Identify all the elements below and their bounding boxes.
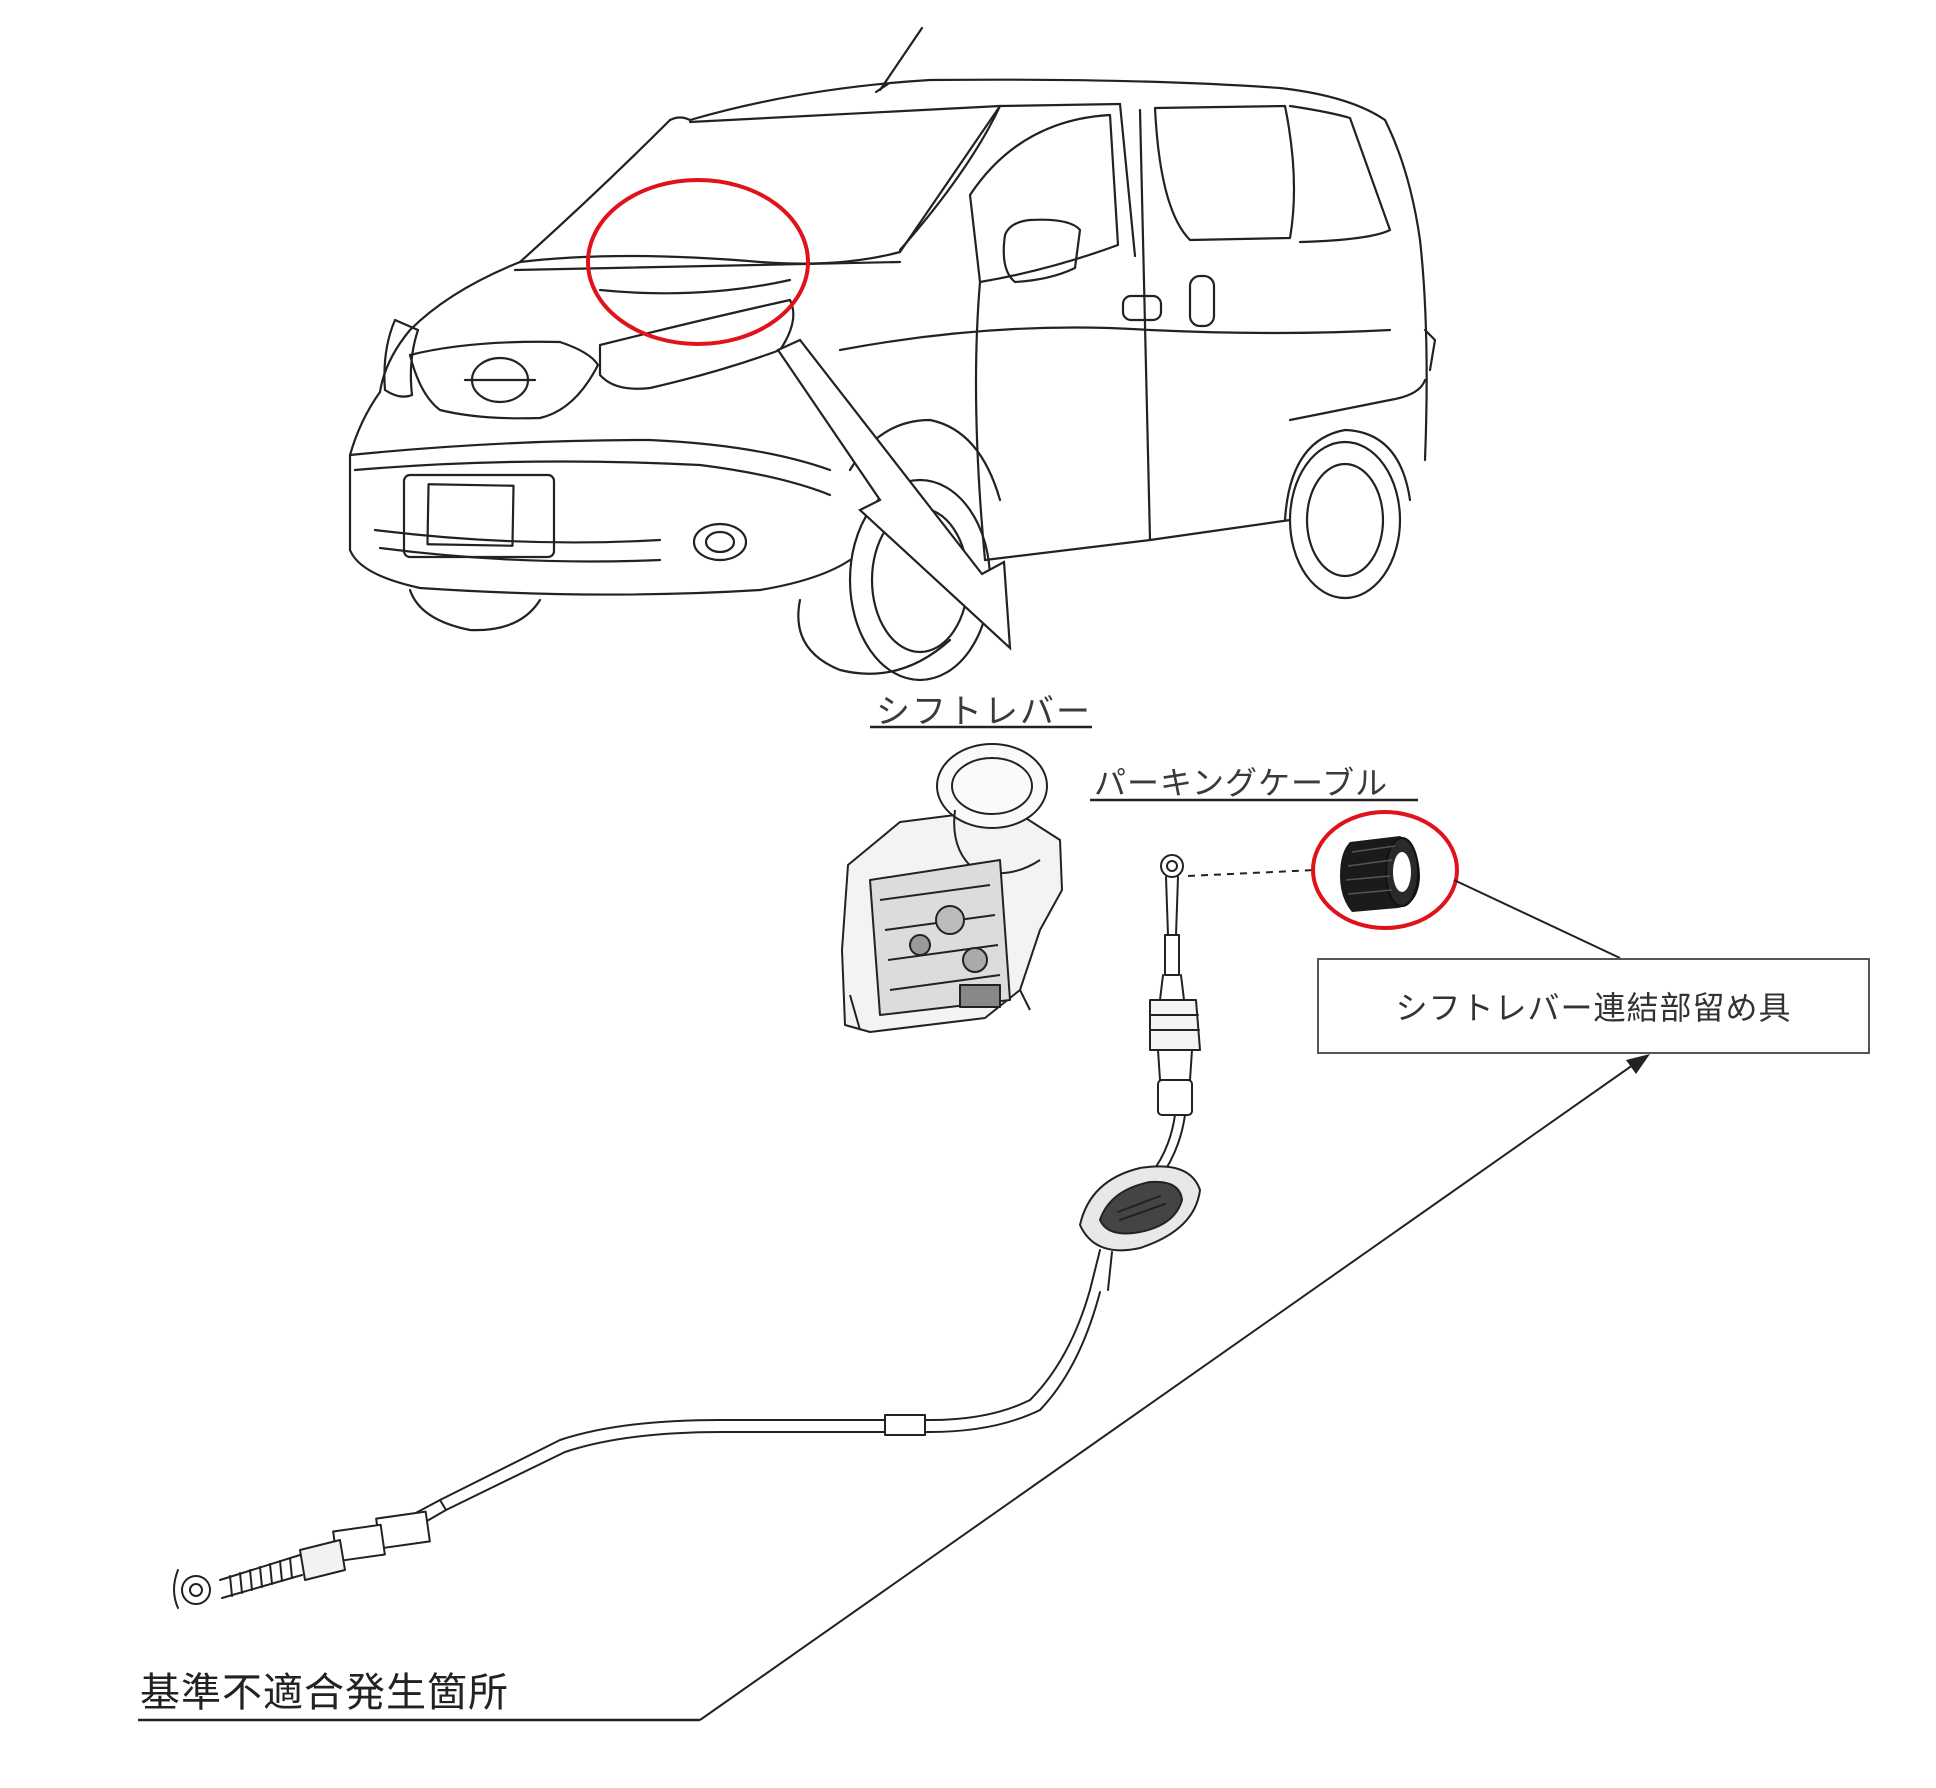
fastener-label: シフトレバー連結部留め具 <box>1395 989 1792 1027</box>
fastener-dashed-link <box>1187 869 1316 877</box>
fastener-label-box: シフトレバー連結部留め具 <box>1317 958 1870 1054</box>
callout-arrow <box>776 338 1012 651</box>
fastener-leader-line <box>1453 879 1621 959</box>
shift-lever-label: シフトレバー <box>876 692 1092 732</box>
nonconformity-location-label: 基準不適合発生箇所 <box>140 1670 509 1716</box>
parking-cable <box>173 854 1201 1609</box>
fastener-part <box>1311 810 1459 930</box>
highlight-circle-van <box>586 178 810 346</box>
nonconformity-arrow <box>699 1054 1650 1721</box>
shift-lever-assembly <box>841 743 1063 1033</box>
van-illustration <box>348 26 1437 682</box>
parking-cable-label: パーキングケーブル <box>1094 764 1389 802</box>
